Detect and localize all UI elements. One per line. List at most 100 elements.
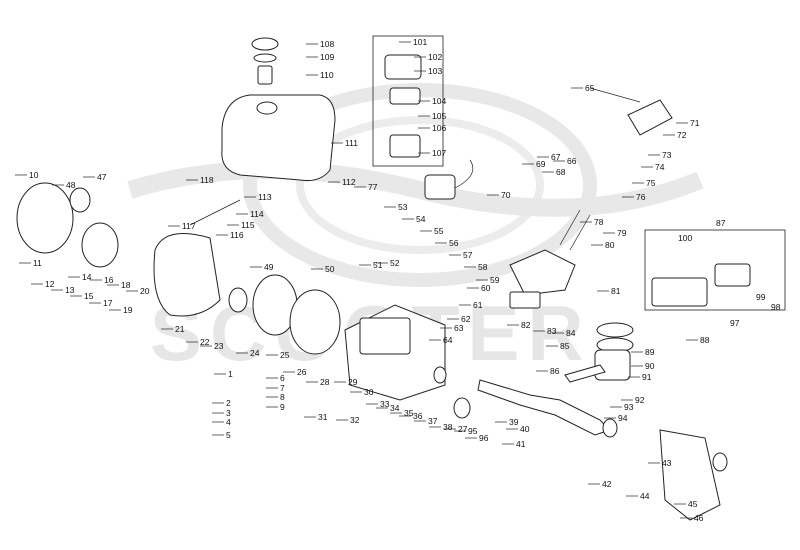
callout-63: 63 (454, 323, 464, 333)
callout-90: 90 (645, 361, 655, 371)
callout-6: 6 (280, 373, 285, 383)
fuel-cap (251, 37, 279, 51)
callout-88: 88 (700, 335, 710, 345)
callout-49: 49 (264, 262, 274, 272)
air-filter-base (389, 134, 421, 158)
inset-sub-label-100: 100 (678, 233, 692, 243)
callout-60: 60 (481, 283, 491, 293)
callout-54: 54 (416, 214, 426, 224)
leader-lines (15, 41, 698, 519)
callout-35: 35 (404, 408, 414, 418)
tank-neck (256, 101, 278, 115)
callout-18: 18 (121, 280, 131, 290)
callout-38: 38 (443, 422, 453, 432)
callout-24: 24 (250, 348, 260, 358)
callout-74: 74 (655, 162, 665, 172)
callout-115: 115 (241, 220, 255, 230)
fuel-line-tank (189, 199, 241, 226)
callout-7: 7 (280, 383, 285, 393)
callout-111: 111 (345, 138, 358, 148)
callout-66: 66 (567, 156, 577, 166)
starter-rope-ring (69, 187, 91, 213)
callout-92: 92 (635, 395, 645, 405)
callout-61: 61 (473, 300, 483, 310)
callout-86: 86 (550, 366, 560, 376)
recoil-starter-cover (16, 182, 74, 254)
callout-53: 53 (398, 202, 408, 212)
air-filter-cover (384, 54, 422, 80)
callout-37: 37 (428, 416, 438, 426)
callout-84: 84 (566, 328, 576, 338)
callout-91: 91 (642, 372, 652, 382)
callout-3: 3 (226, 408, 231, 418)
callout-47: 47 (97, 172, 107, 182)
callout-9: 9 (280, 402, 285, 412)
callout-29: 29 (348, 377, 358, 387)
fuel-cap-gasket (253, 53, 277, 63)
cylinder-head (509, 249, 576, 296)
oil-seal (433, 366, 447, 384)
throttle-cable (589, 87, 641, 103)
push-rod-1 (559, 209, 581, 246)
callout-108: 108 (320, 39, 334, 49)
callout-89: 89 (645, 347, 655, 357)
callout-106: 106 (432, 123, 446, 133)
callout-19: 19 (123, 305, 133, 315)
muffler (651, 277, 708, 307)
callout-31: 31 (318, 412, 328, 422)
callout-75: 75 (646, 178, 656, 188)
fuel-tank (221, 94, 336, 181)
callout-69: 69 (536, 159, 546, 169)
callout-58: 58 (478, 262, 488, 272)
fuel-filter (257, 65, 273, 85)
callout-32: 32 (350, 415, 360, 425)
callout-2: 2 (226, 398, 231, 408)
callout-34: 34 (390, 403, 400, 413)
callout-68: 68 (556, 167, 566, 177)
callout-10: 10 (29, 170, 39, 180)
callout-94: 94 (618, 413, 628, 423)
callout-41: 41 (516, 439, 526, 449)
recoil-pulley (81, 222, 119, 268)
callout-95: 95 (468, 426, 478, 436)
callout-101: 101 (413, 37, 427, 47)
callout-79: 79 (617, 228, 627, 238)
callout-104: 104 (432, 96, 446, 106)
callout-56: 56 (449, 238, 459, 248)
callout-67: 67 (551, 152, 561, 162)
callout-73: 73 (662, 150, 672, 160)
callout-82: 82 (521, 320, 531, 330)
valve-cover (627, 99, 673, 136)
callout-102: 102 (428, 52, 442, 62)
callout-44: 44 (640, 491, 650, 501)
callout-50: 50 (325, 264, 335, 274)
callout-43: 43 (662, 458, 672, 468)
callout-105: 105 (432, 111, 446, 121)
crank-gear (453, 397, 471, 419)
callout-76: 76 (636, 192, 646, 202)
callout-14: 14 (82, 272, 92, 282)
callout-25: 25 (280, 350, 290, 360)
callout-112: 112 (342, 177, 356, 187)
callout-110: 110 (320, 70, 334, 80)
callout-40: 40 (520, 424, 530, 434)
inset-label: 87 (716, 218, 726, 228)
inset-sub-label-99: 99 (756, 292, 766, 302)
callout-118: 118 (200, 175, 214, 185)
callout-85: 85 (560, 341, 570, 351)
callout-59: 59 (490, 275, 500, 285)
connecting-rod (564, 364, 606, 383)
fan-shroud (153, 233, 221, 317)
callout-13: 13 (65, 285, 75, 295)
callout-64: 64 (443, 335, 453, 345)
air-filter-element (389, 87, 421, 105)
inset-box (644, 229, 786, 311)
callout-22: 22 (200, 337, 210, 347)
inset-sub-label-98: 98 (771, 302, 781, 312)
head-gasket (509, 291, 541, 309)
cylinder-fins (359, 317, 411, 355)
callout-65: 65 (585, 83, 595, 93)
callout-114: 114 (250, 209, 264, 219)
callout-93: 93 (624, 402, 634, 412)
